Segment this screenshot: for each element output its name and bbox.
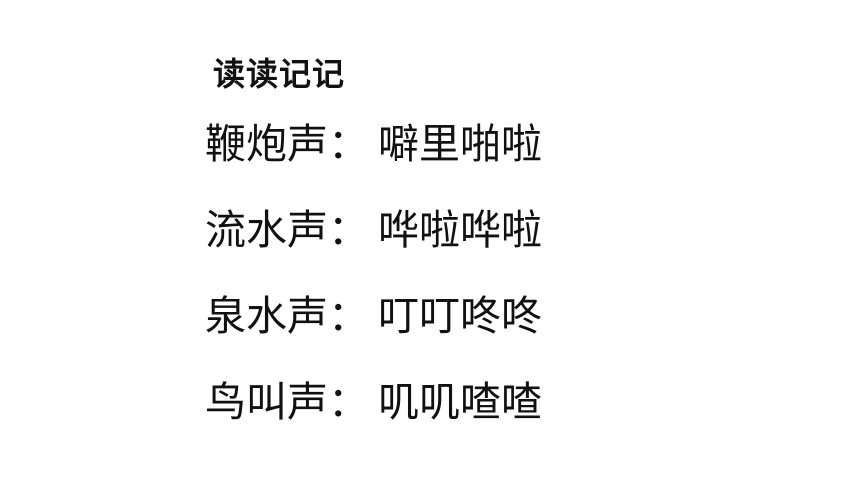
word-line-separator: ： (328, 378, 369, 426)
word-line-label: 泉水声 (205, 292, 328, 340)
word-line-separator: ： (328, 292, 369, 340)
word-line-sound: 叽叽喳喳 (378, 378, 542, 426)
word-line-label: 流水声 (205, 206, 328, 254)
word-line-label: 鞭炮声 (205, 120, 328, 168)
word-list: 鞭炮声：噼里啪啦 流水声：哗啦哗啦 泉水声：叮叮咚咚 鸟叫声：叽叽喳喳 (205, 118, 542, 462)
word-line-spring-water: 泉水声：叮叮咚咚 (205, 290, 542, 376)
word-line-separator: ： (328, 120, 369, 168)
word-line-sound: 噼里啪啦 (378, 120, 542, 168)
page-title: 读读记记 (213, 55, 346, 93)
word-line-label: 鸟叫声 (205, 378, 328, 426)
word-line-separator: ： (328, 206, 369, 254)
word-line-flowing-water: 流水声：哗啦哗啦 (205, 204, 542, 290)
word-line-sound: 哗啦哗啦 (378, 206, 542, 254)
word-line-sound: 叮叮咚咚 (378, 292, 542, 340)
word-line-bird-call: 鸟叫声：叽叽喳喳 (205, 376, 542, 462)
word-line-firecracker: 鞭炮声：噼里啪啦 (205, 118, 542, 204)
